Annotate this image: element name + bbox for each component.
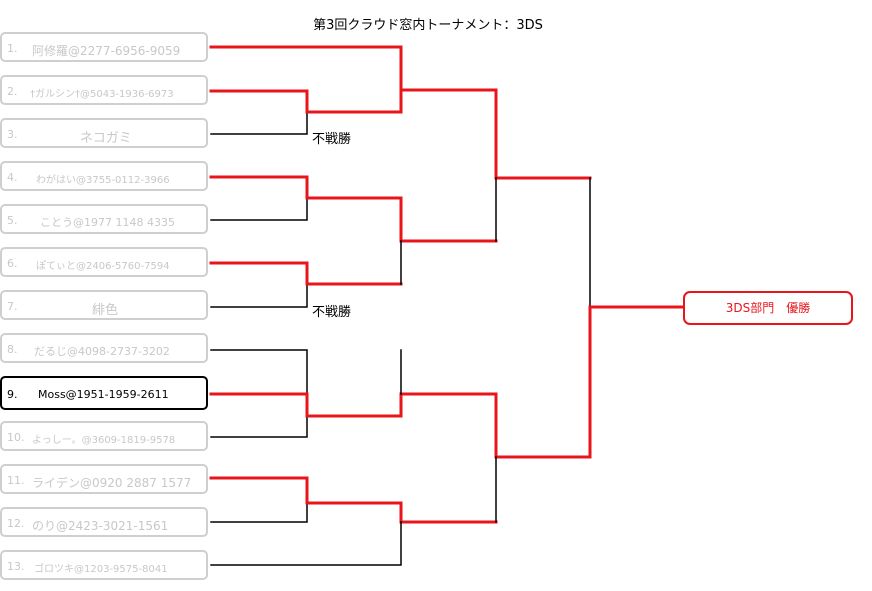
player-name: ことう@1977 1148 4335 [40, 216, 175, 229]
seed-number: 8. [7, 343, 18, 356]
player-name: 緋色 [92, 303, 119, 318]
bracket-line [210, 111, 308, 135]
champion-box: 3DS部門 優勝 [683, 291, 853, 325]
bracket-line [209, 89, 403, 114]
entry-8: 8. だるじ@4098-2737-3202 [0, 333, 208, 363]
player-name: ぽてぃと@2406-5760-7594 [36, 261, 170, 272]
entry-5: 5. ことう@1977 1148 4335 [0, 204, 208, 234]
page-title: 第3回クラウド窓内トーナメント：3DS [0, 14, 872, 33]
bracket-line [399, 196, 498, 243]
player-name: よっしー。@3609-1819-9578 [32, 435, 176, 446]
bracket-line [210, 349, 308, 395]
bracket-line [210, 415, 308, 438]
entry-9: 9. Moss@1951-1959-2611 [0, 376, 208, 410]
bracket-line [399, 501, 498, 524]
walkover-label-1: 不戦勝 [312, 132, 352, 147]
entry-12: 12. のり@2423-3021-1561 [0, 507, 208, 537]
champion-label: 3DS部門 優勝 [725, 301, 811, 315]
player-name: Moss@1951-1959-2611 [38, 388, 169, 401]
seed-number: 13. [7, 560, 25, 573]
player-name: ネコガミ [80, 131, 132, 146]
bracket-line [210, 502, 308, 523]
seed-number: 12. [7, 517, 25, 530]
entry-7: 7. 緋色 [0, 290, 208, 320]
bracket-line [209, 45, 498, 92]
player-name: のり@2423-3021-1561 [32, 519, 169, 533]
bracket-line [494, 88, 592, 180]
player-name: ライデン@0920 2887 1577 [32, 476, 192, 490]
seed-number: 1. [7, 42, 18, 55]
player-name: 阿修羅@2277-6956-9059 [32, 44, 181, 58]
seed-number: 10. [7, 431, 25, 444]
seed-number: 5. [7, 214, 18, 227]
bracket-line [209, 175, 403, 200]
bracket-line [494, 392, 592, 459]
player-name: わがはい@3755-0112-3966 [36, 175, 170, 186]
bracket-line [209, 392, 403, 418]
walkover-label-2: 不戦勝 [312, 305, 352, 320]
seed-number: 6. [7, 257, 18, 270]
seed-number: 4. [7, 171, 18, 184]
entry-2: 2. †ガルシン†@5043-1936-6973 [0, 75, 208, 105]
entry-1: 1. 阿修羅@2277-6956-9059 [0, 32, 208, 62]
entry-3: 3. ネコガミ [0, 118, 208, 148]
player-name: †ガルシン†@5043-1936-6973 [30, 89, 174, 100]
title-text: 第3回クラウド窓内トーナメント：3DS [313, 18, 543, 33]
bracket-line [209, 261, 403, 286]
entry-6: 6. ぽてぃと@2406-5760-7594 [0, 247, 208, 277]
player-name: ゴロツキ@1203-9575-8041 [34, 564, 168, 575]
bracket-line [588, 305, 685, 459]
bracket-line [209, 476, 403, 505]
player-name: だるじ@4098-2737-3202 [34, 345, 170, 358]
seed-number: 2. [7, 85, 18, 98]
seed-number: 11. [7, 474, 25, 487]
entry-4: 4. わがはい@3755-0112-3966 [0, 161, 208, 191]
bracket-line [210, 197, 308, 221]
bracket-line [210, 283, 308, 308]
entry-11: 11. ライデン@0920 2887 1577 [0, 464, 208, 494]
bracket-line [210, 521, 402, 566]
seed-number: 3. [7, 128, 18, 141]
entry-13: 13. ゴロツキ@1203-9575-8041 [0, 550, 208, 580]
seed-number: 9. [7, 388, 18, 401]
entry-10: 10. よっしー。@3609-1819-9578 [0, 421, 208, 451]
seed-number: 7. [7, 300, 18, 313]
